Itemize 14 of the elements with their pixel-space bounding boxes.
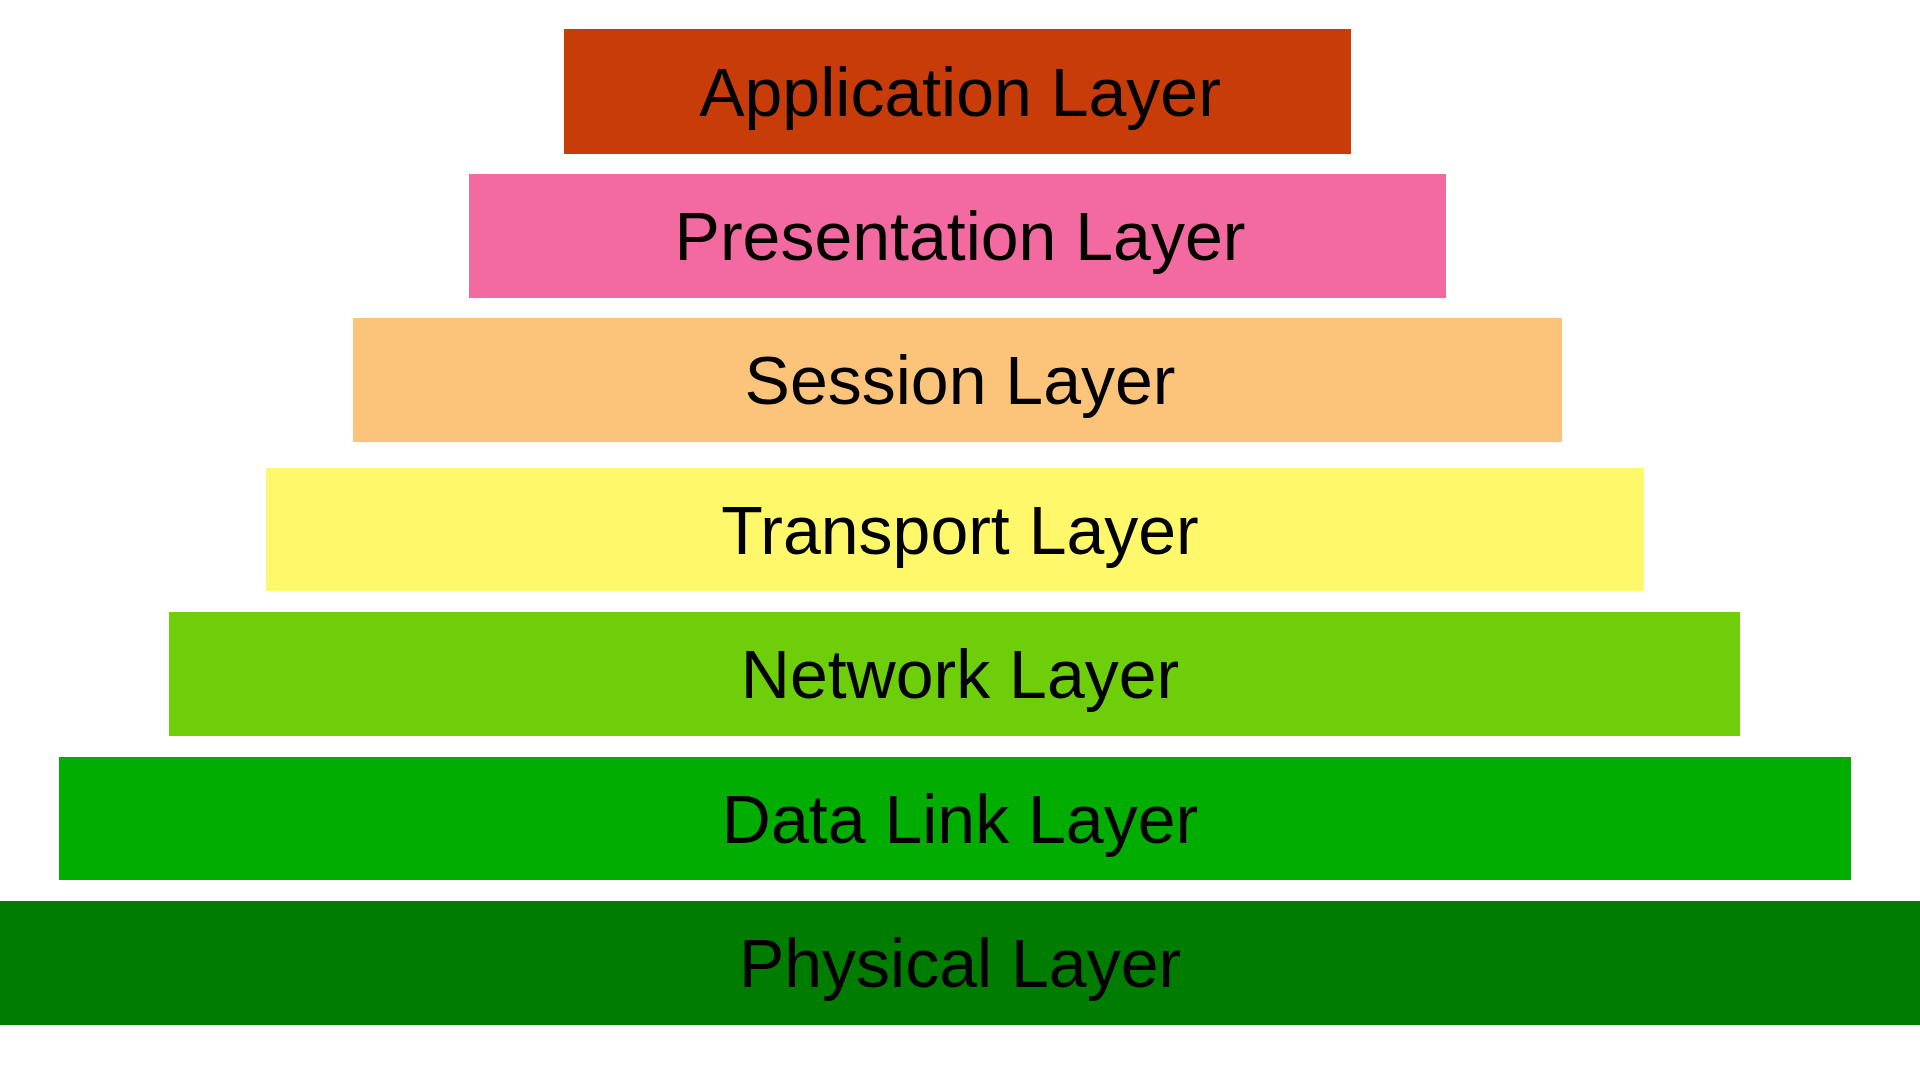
layer-label: Session Layer xyxy=(744,341,1176,419)
layer-label: Data Link Layer xyxy=(721,779,1199,858)
layer-label: Physical Layer xyxy=(738,924,1182,1002)
layer-label: Application Layer xyxy=(699,52,1221,131)
layer-bar xyxy=(169,612,1740,736)
layer-bar xyxy=(59,757,1851,880)
layer-bar xyxy=(564,29,1351,154)
layer-bar xyxy=(353,318,1562,442)
layer-label: Transport Layer xyxy=(721,490,1199,569)
layer-bar xyxy=(469,174,1446,298)
layer-bar xyxy=(266,468,1644,591)
layer-bar xyxy=(0,901,1920,1025)
layer-label: Presentation Layer xyxy=(674,197,1246,275)
layer-label: Network Layer xyxy=(740,635,1180,713)
